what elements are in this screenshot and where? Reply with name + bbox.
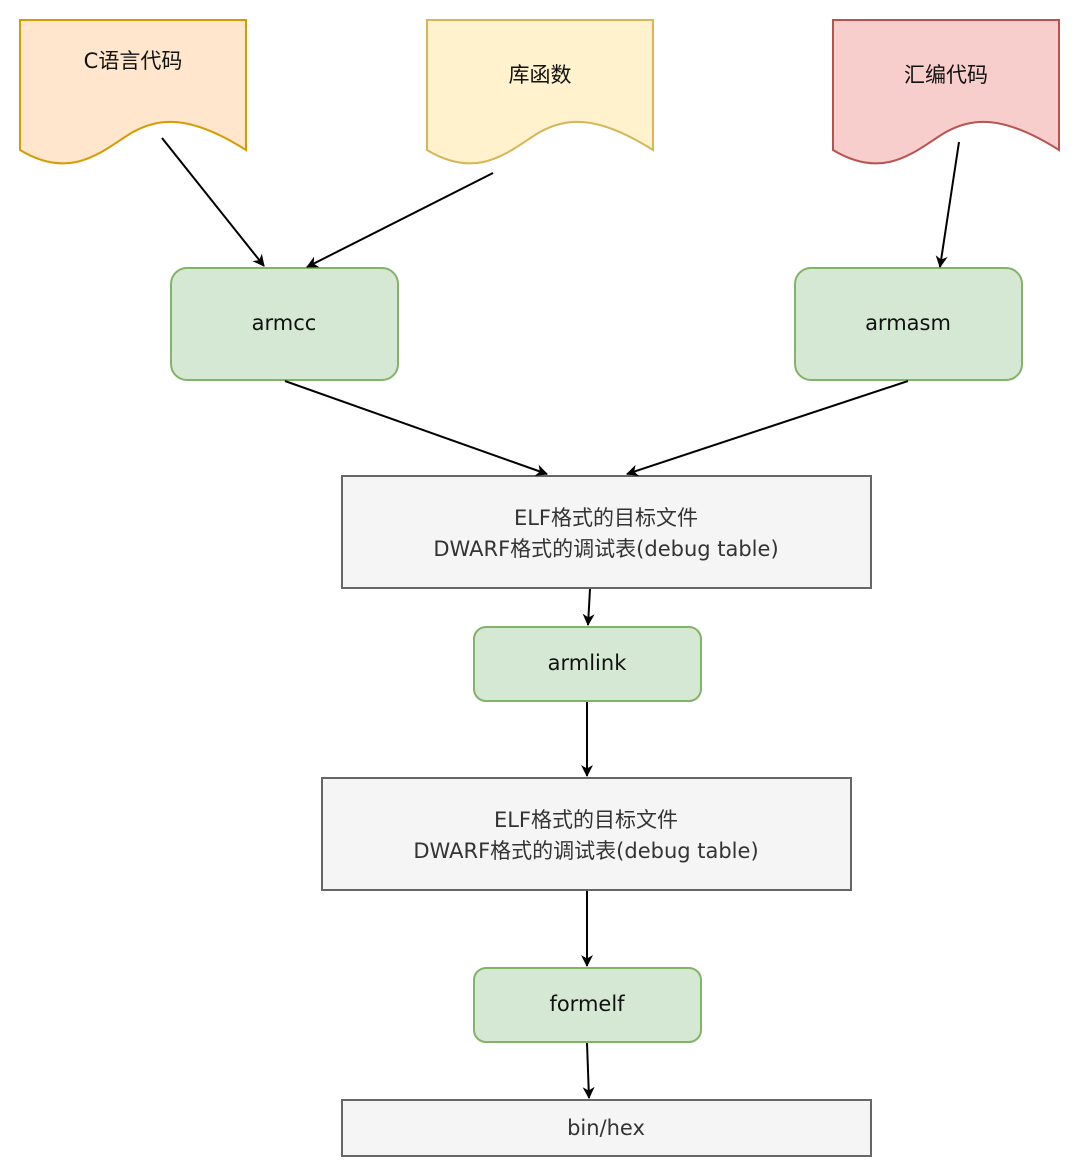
assembly-code-label: 汇编代码 bbox=[904, 63, 988, 87]
library-functions-label: 库函数 bbox=[509, 63, 572, 87]
armcc-box[interactable]: armcc bbox=[170, 267, 399, 381]
armlink-box-shape bbox=[473, 626, 702, 702]
object-file-1-line-1: ELF格式的目标文件 bbox=[514, 506, 698, 530]
bin-hex-box-shape bbox=[341, 1099, 872, 1157]
edge-formelf-to-bin-hex bbox=[582, 1042, 595, 1099]
armasm-box[interactable]: armasm bbox=[794, 267, 1023, 381]
assembly-code-document-shape bbox=[832, 19, 1060, 165]
assembly-code-document[interactable]: 汇编代码 bbox=[832, 19, 1060, 165]
object-file-2-line-2: DWARF格式的调试表(debug table) bbox=[413, 839, 758, 863]
armlink-label: armlink bbox=[548, 651, 628, 675]
edge-assembly-to-armasm bbox=[935, 141, 960, 268]
armasm-box-shape bbox=[794, 267, 1023, 381]
bin-hex-box[interactable]: bin/hex bbox=[341, 1099, 872, 1157]
library-functions-document[interactable]: 库函数 bbox=[426, 19, 654, 165]
bin-hex-label: bin/hex bbox=[567, 1116, 645, 1140]
object-file-1-line-2: DWARF格式的调试表(debug table) bbox=[433, 537, 778, 561]
object-file-box-1[interactable]: ELF格式的目标文件 DWARF格式的调试表(debug table) bbox=[341, 475, 872, 589]
edge-library-to-armcc bbox=[306, 172, 494, 268]
object-file-box-1-shape bbox=[341, 475, 872, 589]
edge-armcc-to-object-file bbox=[284, 380, 548, 476]
edge-armasm-to-object-file bbox=[626, 380, 909, 477]
armlink-box[interactable]: armlink bbox=[473, 626, 702, 702]
formelf-box[interactable]: formelf bbox=[473, 967, 702, 1043]
object-file-2-line-1: ELF格式的目标文件 bbox=[494, 808, 678, 832]
edge-c-code-to-armcc bbox=[161, 137, 265, 267]
c-code-document-shape bbox=[19, 19, 247, 165]
armcc-label: armcc bbox=[252, 311, 317, 335]
formelf-box-shape bbox=[473, 967, 702, 1043]
object-file-box-2-shape bbox=[321, 777, 852, 891]
c-code-document[interactable]: C语言代码 bbox=[19, 19, 247, 165]
formelf-label: formelf bbox=[549, 992, 625, 1016]
c-code-label: C语言代码 bbox=[84, 49, 183, 73]
edge-object-file-to-armlink bbox=[582, 588, 595, 626]
armcc-box-shape bbox=[170, 267, 399, 381]
armasm-label: armasm bbox=[865, 311, 951, 335]
object-file-box-2[interactable]: ELF格式的目标文件 DWARF格式的调试表(debug table) bbox=[321, 777, 852, 891]
library-functions-document-shape bbox=[426, 19, 654, 165]
